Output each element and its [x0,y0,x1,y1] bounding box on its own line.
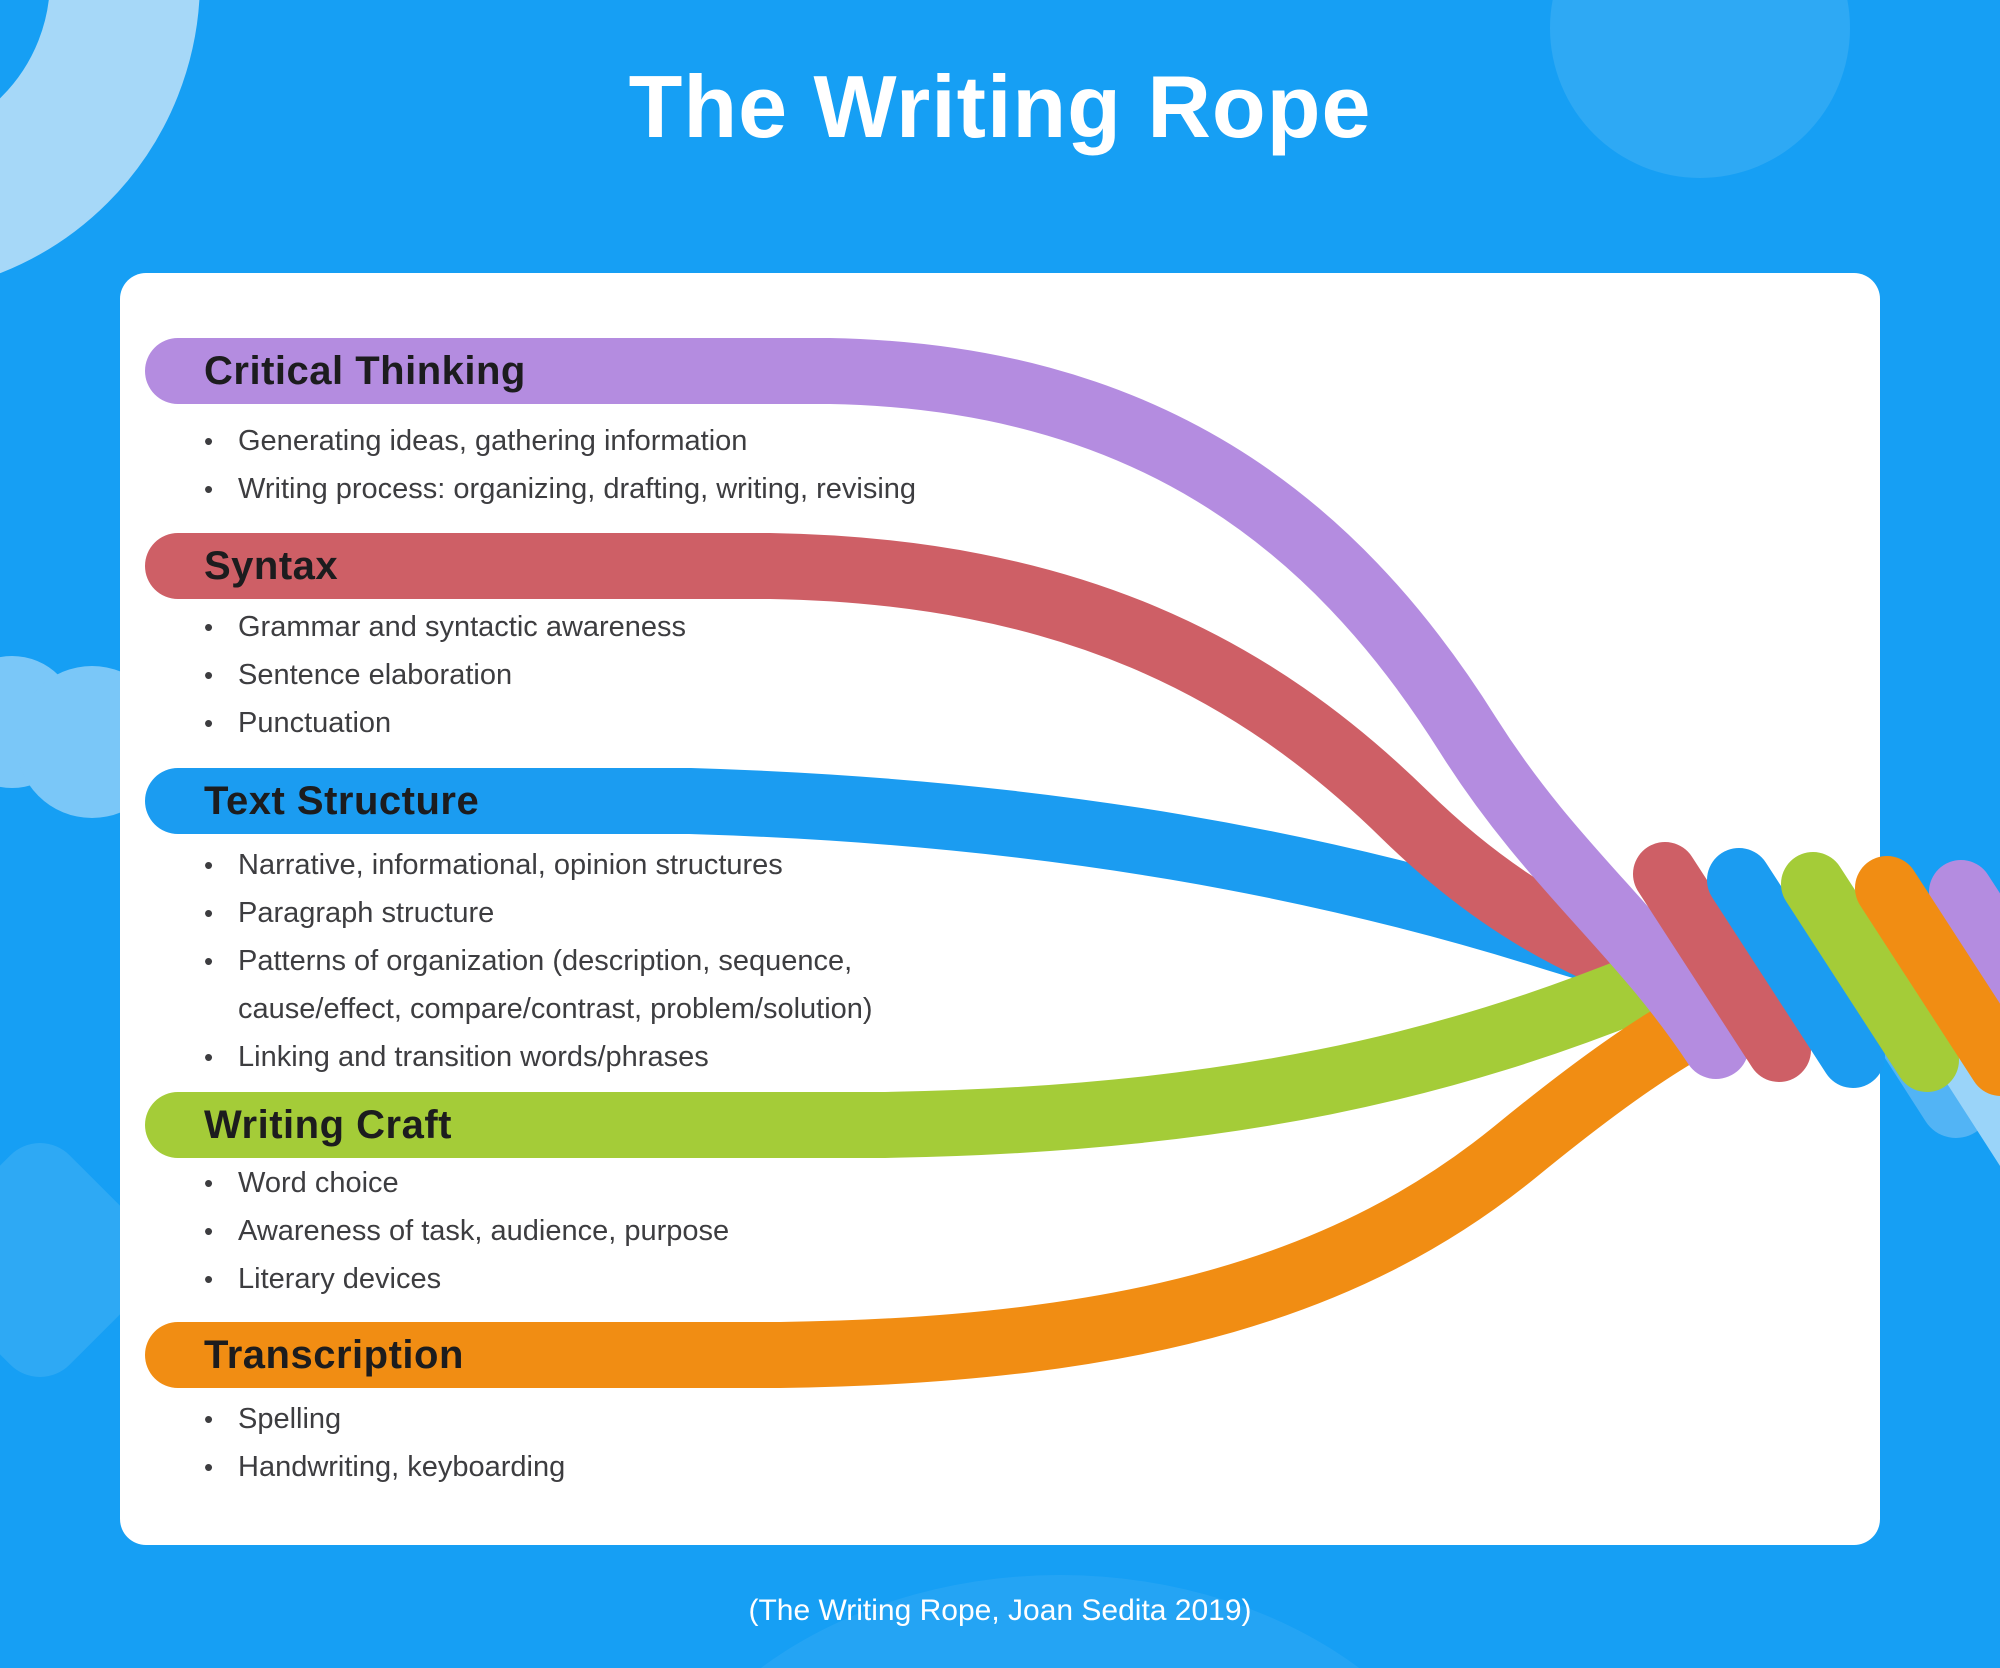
bullet-list-critical-thinking: Generating ideas, gathering information … [204,417,1184,513]
wedge-decoration [0,1143,157,1377]
bullet-item: Literary devices [204,1255,1184,1303]
bullet-list-text-structure: Narrative, informational, opinion struct… [204,841,1184,1081]
bullet-item: Punctuation [204,699,1184,747]
bullet-item: Sentence elaboration [204,651,1184,699]
bullet-item: Awareness of task, audience, purpose [204,1207,1184,1255]
bullet-item: Paragraph structure [204,889,1184,937]
rope-twist-segment-orange [1855,856,2000,1096]
strand-label-transcription: Transcription [204,1333,464,1377]
bullet-item: Writing process: organizing, drafting, w… [204,465,1184,513]
strand-label-syntax: Syntax [204,544,339,588]
page-title: The Writing Rope [628,57,1372,156]
bullet-list-syntax: Grammar and syntactic awareness Sentence… [204,603,1184,747]
soft-circle-decoration [1550,0,1850,178]
attribution: (The Writing Rope, Joan Sedita 2019) [748,1594,1252,1627]
strand-syntax [145,533,1733,1023]
bullet-item: Generating ideas, gathering information [204,417,1184,465]
rope-twist-segment-red [1633,842,1811,1082]
bullet-item: Spelling [204,1395,1184,1443]
bullet-item: Narrative, informational, opinion struct… [204,841,1184,889]
bullet-item: Patterns of organization (description, s… [204,937,964,1033]
bullet-item: Word choice [204,1159,1184,1207]
bullet-item: Linking and transition words/phrases [204,1033,1184,1081]
bullet-item: Grammar and syntactic awareness [204,603,1184,651]
strand-label-writing-craft: Writing Craft [204,1103,452,1147]
rope-twist-segment-blue [1707,848,1885,1088]
rope-twist-segment-green [1781,852,1959,1092]
strand-label-critical-thinking: Critical Thinking [204,349,526,393]
strand-critical-thinking [145,338,1749,1079]
bullet-list-writing-craft: Word choice Awareness of task, audience,… [204,1159,1184,1303]
bullet-item: Handwriting, keyboarding [204,1443,1184,1491]
bullet-list-transcription: Spelling Handwriting, keyboarding [204,1395,1184,1491]
strand-label-text-structure: Text Structure [204,779,480,823]
rope-twist-segment-purple [1929,860,2000,1012]
glow-decoration [760,1575,1360,1668]
